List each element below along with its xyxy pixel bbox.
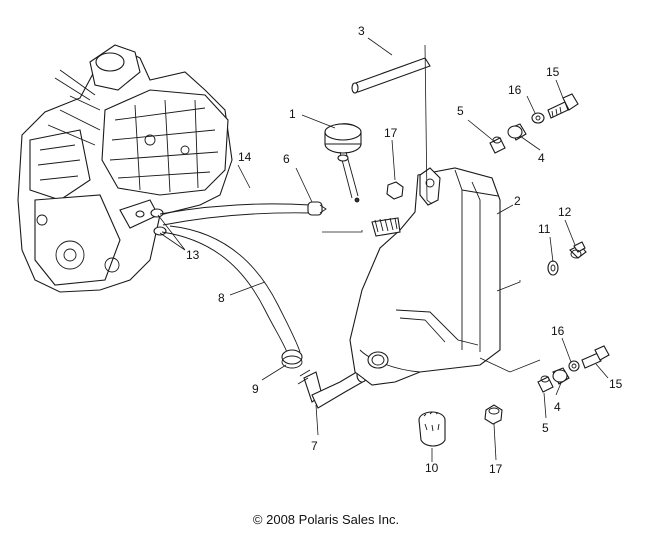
callout-3: 3	[358, 24, 365, 38]
callout-labels: 1 2 3 4 4 5 5 6 7 8 9 10 11 12 13 14 15 …	[186, 24, 623, 476]
callout-16-lower: 16	[551, 324, 565, 338]
fitting-13	[135, 208, 167, 236]
washer-16-upper	[531, 112, 545, 124]
callout-13: 13	[186, 248, 200, 262]
engine-assembly	[17, 44, 233, 293]
callout-15-lower: 15	[609, 377, 623, 391]
elbow-fitting-7	[297, 367, 368, 409]
grommet-4-lower	[552, 367, 570, 385]
vent-tube-3	[351, 57, 431, 94]
callout-15-upper: 15	[546, 65, 560, 79]
cap-10	[418, 411, 446, 447]
callout-2: 2	[514, 194, 521, 208]
callout-8: 8	[218, 291, 225, 305]
fuel-cap-1	[324, 123, 362, 203]
hose-8	[161, 225, 301, 356]
clamp-6	[307, 201, 327, 216]
hose-14	[159, 203, 313, 226]
bolt-15-upper	[547, 93, 579, 119]
callout-4-upper: 4	[538, 151, 545, 165]
washer-11	[547, 260, 559, 276]
callout-14: 14	[238, 150, 252, 164]
callout-4-lower: 4	[554, 400, 561, 414]
callout-5-lower: 5	[542, 421, 549, 435]
callout-1: 1	[289, 107, 296, 121]
fitting-12	[569, 241, 587, 259]
callout-17-upper: 17	[384, 126, 398, 140]
callout-7: 7	[311, 439, 318, 453]
callout-12: 12	[558, 205, 572, 219]
washer-16-lower	[568, 360, 580, 372]
fuel-tank-2	[349, 167, 501, 386]
callout-11: 11	[538, 222, 551, 236]
callout-6: 6	[283, 152, 290, 166]
spacer-5-lower	[537, 375, 554, 393]
copyright-notice: © 2008 Polaris Sales Inc.	[253, 512, 399, 527]
callout-10: 10	[425, 461, 439, 475]
callout-17-lower: 17	[489, 462, 503, 476]
nut-17-lower	[484, 404, 503, 425]
leader-lines	[157, 37, 609, 462]
callout-9: 9	[252, 382, 259, 396]
clamp-9	[281, 349, 303, 369]
nut-17-upper	[386, 181, 404, 200]
bolt-15-lower	[581, 345, 610, 369]
callout-16-upper: 16	[508, 83, 522, 97]
grommet-4-upper	[507, 123, 527, 141]
callout-5-upper: 5	[457, 104, 464, 118]
